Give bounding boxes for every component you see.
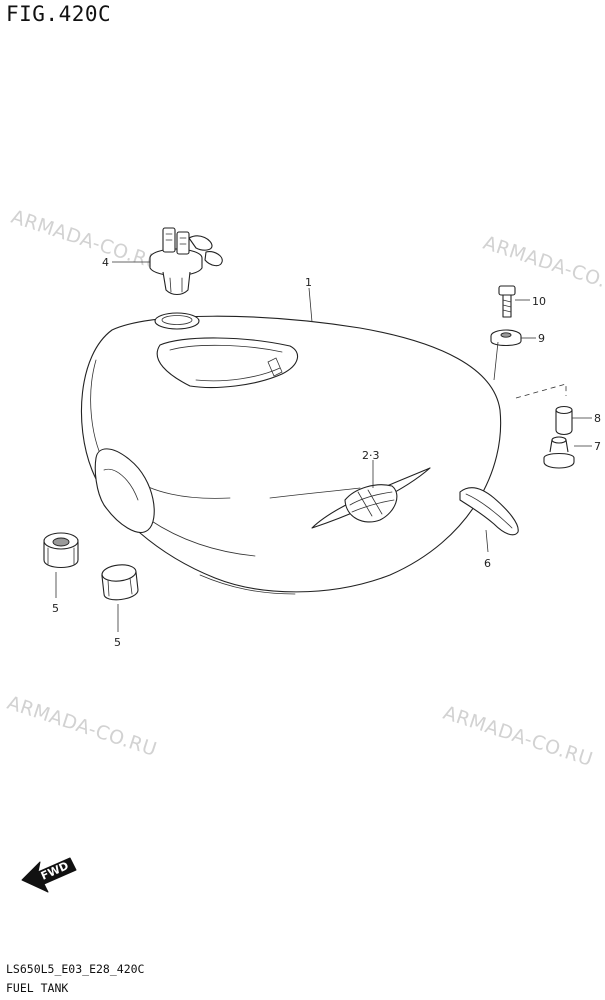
fuel-tank — [80, 312, 502, 595]
figure-title: FIG.420C — [6, 2, 112, 26]
fuel-cap — [149, 227, 223, 296]
forward-arrow-icon: FWD — [21, 857, 77, 893]
rear-cushion — [543, 436, 575, 469]
callout-4: 4 — [102, 256, 109, 269]
model-code: LS650L5_E03_E28_420C — [6, 962, 145, 976]
bolt — [498, 285, 516, 318]
watermark-4: ARMADA-CO.RU — [4, 692, 159, 761]
callout-numbers: 1 2·3 4 5 5 6 7 8 9 10 — [52, 256, 601, 649]
callout-6: 6 — [484, 557, 491, 570]
callout-10: 10 — [532, 295, 546, 308]
callout-5-rear: 5 — [114, 636, 121, 649]
section-name: FUEL TANK — [6, 981, 69, 995]
tank-pad — [459, 487, 519, 536]
callout-9: 9 — [538, 332, 545, 345]
callout-7: 7 — [594, 440, 601, 453]
washer — [490, 329, 522, 347]
watermark-5: ARMADA-CO.RU — [440, 702, 595, 771]
callout-2-3: 2·3 — [362, 449, 380, 462]
callout-1: 1 — [305, 276, 312, 289]
callout-5-front: 5 — [52, 602, 59, 615]
callout-8: 8 — [594, 412, 601, 425]
tank-cushion-rear — [101, 564, 139, 601]
watermark-1: ARMADA-CO.RU — [8, 206, 163, 275]
tank-emblem — [311, 467, 431, 529]
leader-lines — [55, 261, 592, 632]
tank-cushion-front — [43, 532, 79, 569]
spacer — [555, 405, 573, 436]
